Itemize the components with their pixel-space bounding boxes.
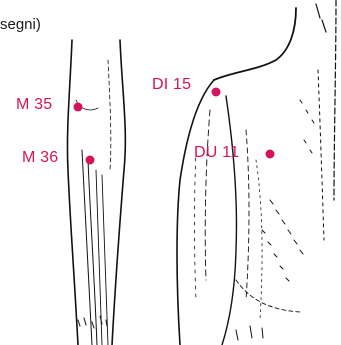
point-label-di15: DI 15 — [152, 76, 191, 94]
acupoint-markers — [74, 88, 275, 165]
leg-sketch — [67, 40, 125, 345]
point-label-m36: M 36 — [22, 149, 58, 167]
point-marker-du11 — [266, 150, 275, 159]
point-label-m35: M 35 — [16, 96, 52, 114]
point-marker-m35 — [74, 103, 83, 112]
shoulder-sketch — [177, 0, 336, 345]
point-marker-di15 — [212, 88, 221, 97]
point-marker-m36 — [86, 156, 95, 165]
point-label-du11: DU 11 — [194, 144, 239, 162]
caption-text: segni) — [0, 16, 41, 33]
